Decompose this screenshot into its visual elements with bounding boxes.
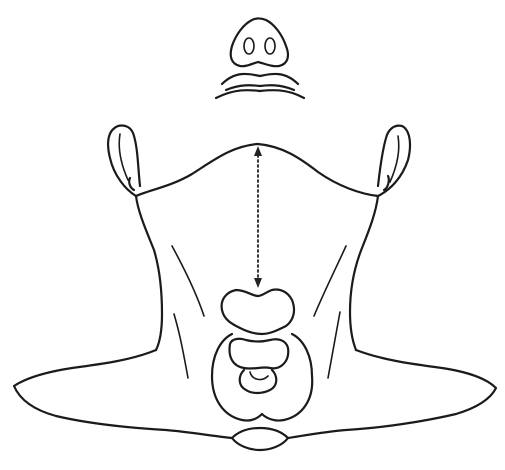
nose-outline	[231, 19, 288, 67]
mouth-lips	[216, 74, 304, 98]
ear-left	[108, 125, 140, 196]
left-nostril	[244, 38, 254, 54]
arrow-up-icon	[254, 146, 262, 156]
ear-right	[378, 126, 410, 196]
thyroid-cartilage	[222, 289, 294, 334]
sternocleidomastoid-left	[172, 246, 204, 378]
arrow-down-icon	[254, 278, 262, 288]
neck-outline	[136, 196, 378, 350]
right-nostril	[265, 38, 275, 54]
thyroid-gland	[212, 334, 312, 421]
sternocleidomastoid-right	[314, 246, 346, 378]
suprasternal-notch	[232, 428, 288, 450]
chin-to-cartilage-measurement	[254, 146, 262, 288]
